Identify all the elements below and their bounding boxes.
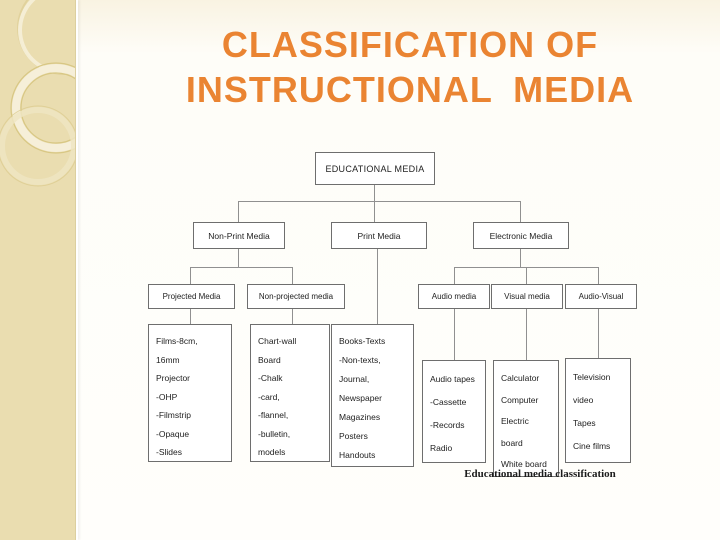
list-line: Calculator [501, 373, 540, 383]
leaf-projected-media-list: Films-8cm, 16mm Projector -OHP -Filmstri… [148, 324, 232, 462]
node-audio-media: Audio media [418, 284, 490, 309]
list-line: Computer [501, 394, 539, 405]
list-line: Magazines [339, 412, 381, 422]
node-print-media: Print Media [331, 222, 427, 249]
slide-title: CLASSIFICATION OF INSTRUCTIONAL MEDIA [110, 22, 710, 112]
connector-line [454, 267, 455, 284]
list-line: Posters [339, 431, 368, 441]
connector-line [526, 267, 527, 284]
list-line: 16mm [156, 354, 180, 365]
list-line: Journal, [339, 374, 370, 384]
list-line: -OHP [156, 391, 178, 402]
decorative-sidebar [0, 0, 75, 540]
list-line: Television [573, 372, 611, 382]
list-line: Projector [156, 373, 191, 383]
list-line: -bulletin, [258, 428, 291, 439]
list-line: Books-Texts [339, 336, 386, 346]
list-line: board [501, 437, 523, 448]
node-electronic-media: Electronic Media [473, 222, 569, 249]
list-line: -flannel, [258, 410, 289, 420]
list-line: Films-8cm, [156, 336, 198, 346]
list-line: Chart-wall [258, 336, 297, 346]
list-line: Electric [501, 416, 529, 426]
list-line: Tapes [573, 418, 596, 428]
connector-line [598, 267, 599, 284]
diagram-caption: Educational media classification [464, 468, 616, 480]
list-line: -card, [258, 391, 280, 402]
list-line: -Filmstrip [156, 410, 191, 420]
list-line: -Non-texts, [339, 355, 381, 365]
connector-line [292, 307, 293, 324]
connector-line [238, 201, 521, 202]
ring-decoration [0, 0, 75, 187]
leaf-non-projected-media-list: Chart-wall Board -Chalk -card, -flannel,… [250, 324, 330, 462]
list-line: -Opaque [156, 428, 190, 439]
list-line: models [258, 447, 286, 457]
connector-line [526, 307, 527, 360]
node-audio-visual: Audio-Visual [565, 284, 637, 309]
list-line: Audio tapes [430, 374, 475, 384]
list-line: Cine films [573, 441, 611, 451]
connector-line [190, 267, 191, 284]
connector-line [238, 247, 239, 267]
list-line: -Slides [156, 447, 182, 457]
node-non-print-media: Non-Print Media [193, 222, 285, 249]
connector-line [190, 267, 293, 268]
node-visual-media: Visual media [491, 284, 563, 309]
connector-line [292, 267, 293, 284]
connector-line [377, 247, 378, 324]
node-educational-media: EDUCATIONAL MEDIA [315, 152, 435, 185]
connector-line [374, 183, 375, 222]
leaf-print-media-list: Books-Texts -Non-texts, Journal, Newspap… [331, 324, 414, 467]
list-line: -Cassette [430, 397, 467, 407]
list-line: Handouts [339, 450, 376, 460]
connector-line [520, 247, 521, 267]
connector-line [238, 201, 239, 222]
leaf-audio-media-list: Audio tapes -Cassette -Records Radio [422, 360, 486, 463]
list-line: Radio [430, 443, 453, 453]
connector-line [454, 307, 455, 360]
node-non-projected-media: Non-projected media [247, 284, 345, 309]
list-line: video [573, 395, 594, 405]
list-line: Board [258, 354, 281, 365]
connector-line [598, 307, 599, 358]
connector-line [190, 307, 191, 324]
leaf-visual-media-list: Calculator Computer Electric board White… [493, 360, 559, 477]
node-projected-media: Projected Media [148, 284, 235, 309]
list-line: -Records [430, 420, 465, 430]
list-line: White board [501, 459, 547, 469]
connector-line [520, 201, 521, 222]
title-line-2: INSTRUCTIONAL MEDIA [185, 69, 635, 110]
leaf-audio-visual-list: Television video Tapes Cine films [565, 358, 631, 463]
list-line: -Chalk [258, 373, 283, 383]
list-line: Newspaper [339, 393, 382, 403]
title-line-1: CLASSIFICATION OF [221, 24, 599, 65]
